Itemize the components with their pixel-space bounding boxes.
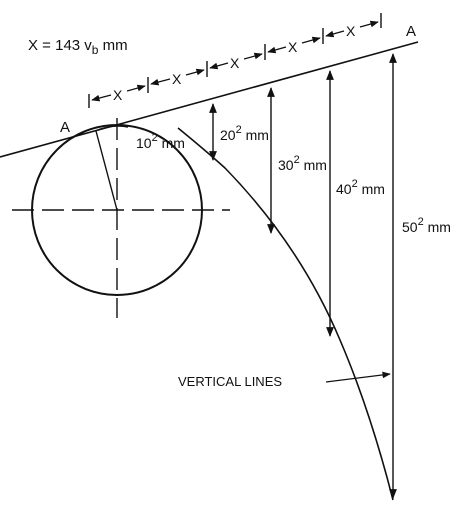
vertical-lines-callout: VERTICAL LINES xyxy=(178,374,282,389)
radius-line xyxy=(95,130,118,211)
callout-arrow xyxy=(325,371,391,383)
point-label-a-left: A xyxy=(60,119,70,136)
division-arrows xyxy=(91,20,379,102)
drop-label-5: 502 mm xyxy=(402,216,451,235)
drop-label-3: 302 mm xyxy=(278,154,327,173)
division-label-4: X xyxy=(288,39,298,55)
drop-label-2: 202 mm xyxy=(220,124,269,143)
division-ticks xyxy=(88,13,382,108)
tangent-line xyxy=(0,41,419,158)
drop-lines xyxy=(209,53,397,499)
drop-label-4: 402 mm xyxy=(336,178,385,197)
formula-label: X = 143 vb mm xyxy=(28,37,128,57)
drop-label-1: 102 mm xyxy=(136,132,185,151)
division-label-1: X xyxy=(113,87,123,103)
point-label-a-right: A xyxy=(406,23,416,40)
launch-arc xyxy=(97,125,129,131)
division-label-5: X xyxy=(346,23,356,39)
division-label-3: X xyxy=(230,55,240,71)
division-label-2: X xyxy=(172,71,182,87)
